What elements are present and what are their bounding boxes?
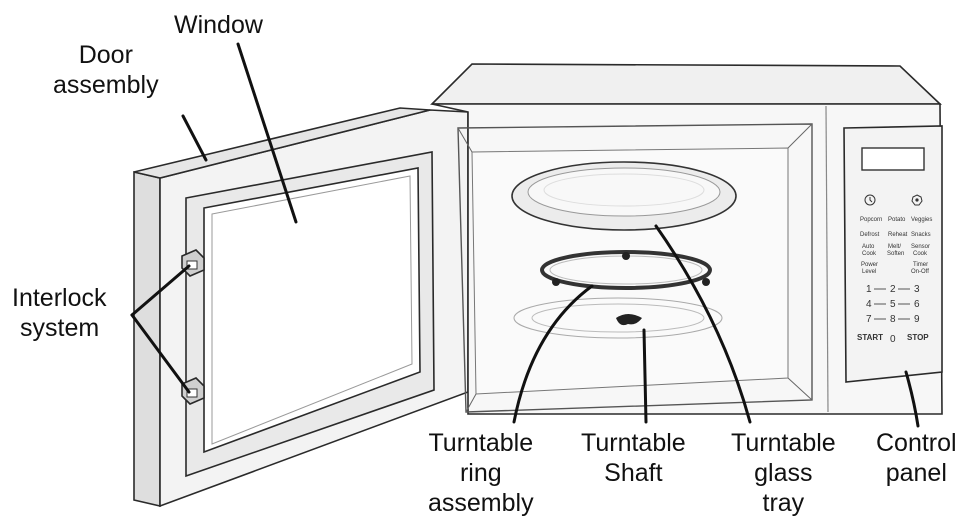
cavity-edge-tr	[787, 123, 813, 149]
key-0: 0	[890, 334, 896, 345]
label-door-assembly-line-2: assembly	[53, 71, 159, 99]
label-window: Window	[174, 10, 263, 40]
label-control-line-1: Control	[876, 429, 957, 457]
leader-interlock-upper	[130, 264, 191, 317]
key-melt: Melt/	[888, 244, 901, 250]
turntable-ring-assembly	[540, 250, 712, 290]
label-interlock-system-line-2: system	[20, 314, 100, 342]
interlock-hook-upper	[181, 249, 205, 277]
door-top-edge	[133, 107, 431, 179]
gear-icon	[911, 194, 923, 206]
label-turntable-shaft: Turntable Shaft	[581, 428, 686, 488]
microwave-cabinet: Popcorn Potato Veggies Defrost Reheat Sn…	[430, 63, 943, 415]
label-interlock-system-line-1: Interlock	[12, 284, 107, 312]
control-display	[861, 147, 925, 171]
key-cook: Cook	[862, 251, 877, 257]
key-1: 1	[866, 284, 872, 295]
cabinet-top	[430, 63, 943, 105]
key-sensor-cook: Cook	[913, 251, 928, 257]
label-control-line-2: panel	[885, 459, 947, 487]
key-4: 4	[866, 299, 872, 310]
key-8: 8	[890, 314, 896, 325]
key-timer: Timer	[913, 262, 928, 268]
label-interlock-system: Interlock system	[12, 283, 106, 343]
label-window-line: Window	[174, 11, 263, 39]
turntable-shaft	[616, 314, 642, 326]
door-window-inner	[211, 175, 413, 445]
label-shaft-line-1: Turntable	[581, 429, 686, 457]
key-popcorn: Popcorn	[860, 217, 882, 223]
key-power: Power	[861, 262, 878, 268]
leader-shaft	[642, 328, 648, 424]
door-assembly	[133, 107, 469, 508]
key-reheat: Reheat	[888, 232, 908, 238]
key-7: 7	[866, 314, 872, 325]
label-tray-line-1: Turntable	[731, 429, 836, 457]
leader-interlock-lower	[130, 313, 191, 394]
panel-row-3: Auto Melt/ Sensor Cook Soften Cook	[862, 244, 930, 257]
key-potato: Potato	[888, 217, 906, 223]
cabinet-divider	[825, 105, 829, 413]
label-door-assembly: Door assembly	[53, 40, 159, 100]
cavity-edge-tl	[457, 127, 473, 153]
key-soften: Soften	[887, 251, 904, 257]
key-on-off: On-Off	[911, 269, 929, 275]
leader-window	[236, 42, 298, 224]
label-turntable-ring-assembly: Turntable ring assembly	[428, 428, 534, 518]
key-start: START	[857, 333, 883, 342]
door-window	[203, 167, 421, 454]
label-door-assembly-line-1: Door	[78, 41, 133, 69]
label-turntable-glass-tray: Turntable glass tray	[731, 428, 836, 518]
key-stop: STOP	[907, 333, 929, 342]
key-defrost: Defrost	[860, 232, 880, 238]
leader-glass-tray	[654, 224, 752, 424]
turntable-glass-tray	[511, 161, 737, 231]
key-9: 9	[914, 314, 920, 325]
panel-row-4: Power Timer Level On-Off	[861, 262, 929, 275]
label-ring-line-2: ring	[459, 459, 502, 487]
key-auto: Auto	[862, 244, 875, 250]
leader-ring-assembly	[512, 284, 594, 424]
label-ring-line-1: Turntable	[428, 429, 534, 457]
label-ring-line-3: assembly	[428, 489, 534, 517]
label-control-panel: Control panel	[876, 428, 957, 488]
number-pad: 1 2 3 4 5 6 7 8 9 START 0 STOP	[857, 284, 929, 345]
cavity-edge-br	[787, 377, 813, 401]
label-shaft-line-2: Shaft	[604, 459, 663, 487]
leader-door-assembly	[181, 114, 208, 162]
leader-lines	[130, 42, 920, 428]
panel-row-2: Defrost Reheat Snacks	[860, 232, 931, 238]
key-6: 6	[914, 299, 920, 310]
door-side-edge	[133, 170, 161, 508]
clock-icon-hands	[869, 197, 873, 203]
interlock-hook-lower	[181, 377, 205, 405]
label-tray-line-3: tray	[762, 489, 805, 517]
control-panel: Popcorn Potato Veggies Defrost Reheat Sn…	[843, 125, 943, 383]
key-3: 3	[914, 284, 920, 295]
floor-ring-outer	[513, 297, 723, 339]
key-level: Level	[862, 269, 876, 275]
key-snacks: Snacks	[911, 232, 931, 238]
key-sensor: Sensor	[911, 244, 930, 250]
cavity-edge-bl	[465, 393, 477, 413]
leader-control-panel	[904, 370, 920, 428]
key-2: 2	[890, 284, 896, 295]
clock-icon	[864, 194, 876, 206]
label-tray-line-2: glass	[754, 459, 813, 487]
panel-row-1: Popcorn Potato Veggies	[860, 217, 932, 223]
key-5: 5	[890, 299, 896, 310]
key-veggies: Veggies	[911, 217, 932, 223]
floor-ring-inner	[531, 303, 705, 333]
